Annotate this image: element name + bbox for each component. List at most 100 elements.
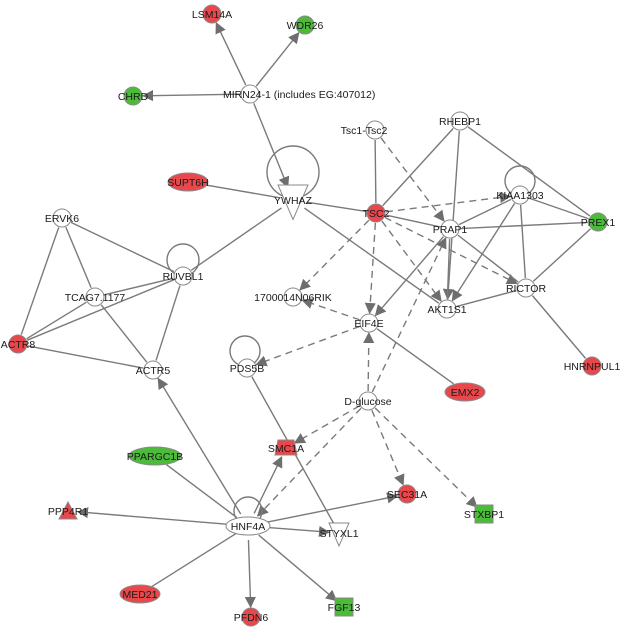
node-shape-HNF4A [225,516,271,536]
node-label-ACTR8: ACTR8 [1,339,36,351]
node-MED21[interactable]: MED21 [119,584,161,604]
edge-TSC2-1700014N06RIK [299,219,370,291]
node-label-EIF4E: EIF4E [354,318,383,330]
node-shape-Tsc1Tsc2 [365,120,385,140]
edge-Dglucose-SEC31A [371,409,405,486]
node-shape-SUPT6H [167,172,209,192]
edge-HNF4A-FGF13 [258,534,338,602]
node-shape-MED21 [119,584,161,604]
node-shape-HNRNPUL1 [582,356,602,376]
node-label-ERVK6: ERVK6 [45,213,79,225]
edge-RHEBP1-PREX1 [467,126,591,217]
edge-Dglucose-PRAP1 [371,237,447,393]
edge-MIRN24-LSM14A [215,22,247,86]
node-shape-ERVK6 [52,208,72,228]
edge-ERVK6-RUVBL1 [70,221,175,273]
edge-KIAA1303-AKT1S1 [451,203,516,302]
edge-PPARGC1B-HNF4A [165,463,238,519]
node-AKT1S1[interactable]: AKT1S1 [427,299,467,319]
node-YWHAZ[interactable]: YWHAZ [274,184,313,221]
node-label-STYXL1: STYXL1 [319,528,358,540]
node-shape-Dglucose [358,391,378,411]
edge-TSC2-PRAP1 [385,214,441,228]
edge-RHEBP1-AKT1S1 [442,130,461,301]
node-EMX2[interactable]: EMX2 [444,382,486,402]
node-SEC31A[interactable]: SEC31A [387,484,427,504]
node-shape-EMX2 [444,382,486,402]
node-ERVK6[interactable]: ERVK6 [45,208,79,228]
node-PFDN6[interactable]: PFDN6 [234,607,269,627]
node-shape-LSM14A [202,4,222,24]
node-FGF13[interactable]: FGF13 [328,597,361,617]
edges-layer [20,22,592,609]
node-label-ACTR5: ACTR5 [136,365,171,377]
edge-PRAP1-PREX1 [459,221,589,230]
node-shape-KIAA1303 [510,185,530,205]
node-shape-YWHAZ [277,184,309,221]
node-SMC1A[interactable]: SMC1A [268,439,304,456]
edge-KIAA1303-PREX1 [529,197,589,220]
node-shape-STYXL1 [328,522,350,548]
node-shape-RUVBL1 [173,266,193,286]
node-shape-1700014N06RIK [283,287,303,307]
node-KIAA1303[interactable]: KIAA1303 [496,185,544,205]
edge-Dglucose-HNF4A [256,407,362,517]
edge-HNF4A-PFDN6 [244,539,256,609]
edge-HNF4A-PPP4R1 [76,507,235,526]
edge-KIAA1303-PRAP1 [458,198,512,226]
node-PPARGC1B[interactable]: PPARGC1B [127,446,183,466]
node-MIRN24[interactable]: MIRN24-1 (includes EG:407012) [223,84,375,104]
node-label-PDS5B: PDS5B [230,363,264,375]
node-ACTR5[interactable]: ACTR5 [136,360,171,380]
node-STYXL1[interactable]: STYXL1 [319,522,359,548]
node-label-SUPT6H: SUPT6H [167,177,208,189]
node-label-AKT1S1: AKT1S1 [427,304,466,316]
node-shape-TCAG7 [85,287,105,307]
node-WDR26[interactable]: WDR26 [287,15,324,35]
node-1700014N06RIK[interactable]: 1700014N06RIK [254,287,332,307]
node-STXBP1[interactable]: STXBP1 [464,504,504,524]
edge-MIRN24-YWHAZ [253,103,290,189]
node-HNRNPUL1[interactable]: HNRNPUL1 [564,356,621,376]
node-RUVBL1[interactable]: RUVBL1 [163,266,204,286]
edge-PRAP1-RICTOR [457,234,519,283]
node-label-PFDN6: PFDN6 [234,612,269,624]
node-EIF4E[interactable]: EIF4E [354,313,384,333]
node-CHRD[interactable]: CHRD [118,86,149,106]
node-PDS5B[interactable]: PDS5B [230,358,264,378]
edge-EIF4E-PDS5B [255,325,360,367]
edge-ERVK6-TCAG7 [65,226,92,289]
node-SUPT6H[interactable]: SUPT6H [167,172,209,192]
edge-KIAA1303-RICTOR [519,204,527,279]
node-HNF4A[interactable]: HNF4A [225,516,271,536]
node-PPP4R1[interactable]: PPP4R1 [48,500,88,520]
edge-PREX1-RICTOR [532,228,592,282]
edge-TSC2-EIF4E [364,222,377,315]
node-RHEBP1[interactable]: RHEBP1 [439,111,481,131]
node-TSC2[interactable]: TSC2 [363,203,390,223]
edge-RICTOR-AKT1S1 [456,289,517,308]
node-label-PREX1: PREX1 [581,217,616,229]
node-label-RICTOR: RICTOR [506,283,546,295]
node-Tsc1Tsc2[interactable]: Tsc1-Tsc2 [341,120,388,140]
node-RICTOR[interactable]: RICTOR [506,278,546,298]
node-LSM14A[interactable]: LSM14A [192,4,232,24]
edge-EIF4E-EMX2 [376,328,455,385]
node-shape-SMC1A [274,439,298,456]
self-loops-layer [166,145,536,526]
edge-Tsc1Tsc2-TSC2 [374,139,377,204]
node-PRAP1[interactable]: PRAP1 [433,219,468,239]
node-shape-AKT1S1 [437,299,457,319]
node-PREX1[interactable]: PREX1 [581,212,616,232]
node-label-CHRD: CHRD [118,91,149,103]
node-Dglucose[interactable]: D-glucose [344,391,392,411]
node-ACTR8[interactable]: ACTR8 [1,334,36,354]
edge-MIRN24-CHRD [141,90,241,102]
edge-Dglucose-EIF4E [363,331,375,392]
edge-MIRN24-WDR26 [255,31,300,87]
node-TCAG7[interactable]: TCAG7.1177 [65,287,126,307]
node-label-LSM14A: LSM14A [192,9,232,21]
edge-YWHAZ-AKT1S1 [304,207,440,304]
node-label-SEC31A: SEC31A [387,489,427,501]
